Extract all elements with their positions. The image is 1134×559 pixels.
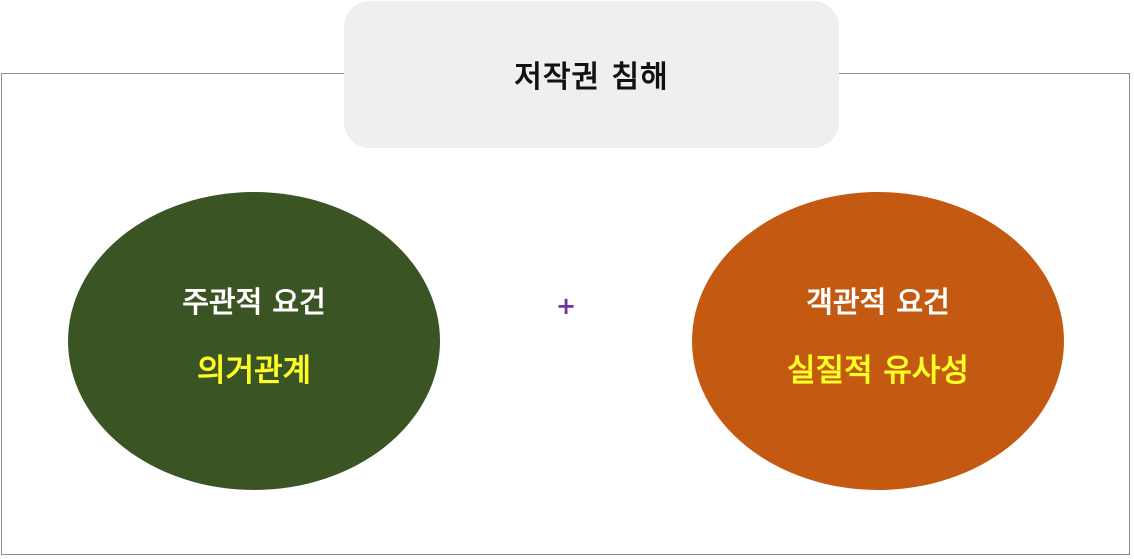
objective-requirement-value: 실질적 유사성 — [787, 352, 969, 389]
subjective-requirement-value: 의거관계 — [196, 352, 312, 389]
diagram-title: 저작권 침해 — [514, 59, 669, 95]
plus-operator: + — [555, 292, 577, 320]
subjective-requirement-label: 주관적 요건 — [182, 284, 326, 319]
title-box: 저작권 침해 — [344, 1, 839, 148]
subjective-requirement-ellipse: 주관적 요건 의거관계 — [68, 192, 440, 490]
objective-requirement-ellipse: 객관적 요건 실질적 유사성 — [692, 192, 1064, 490]
objective-requirement-label: 객관적 요건 — [806, 284, 950, 319]
